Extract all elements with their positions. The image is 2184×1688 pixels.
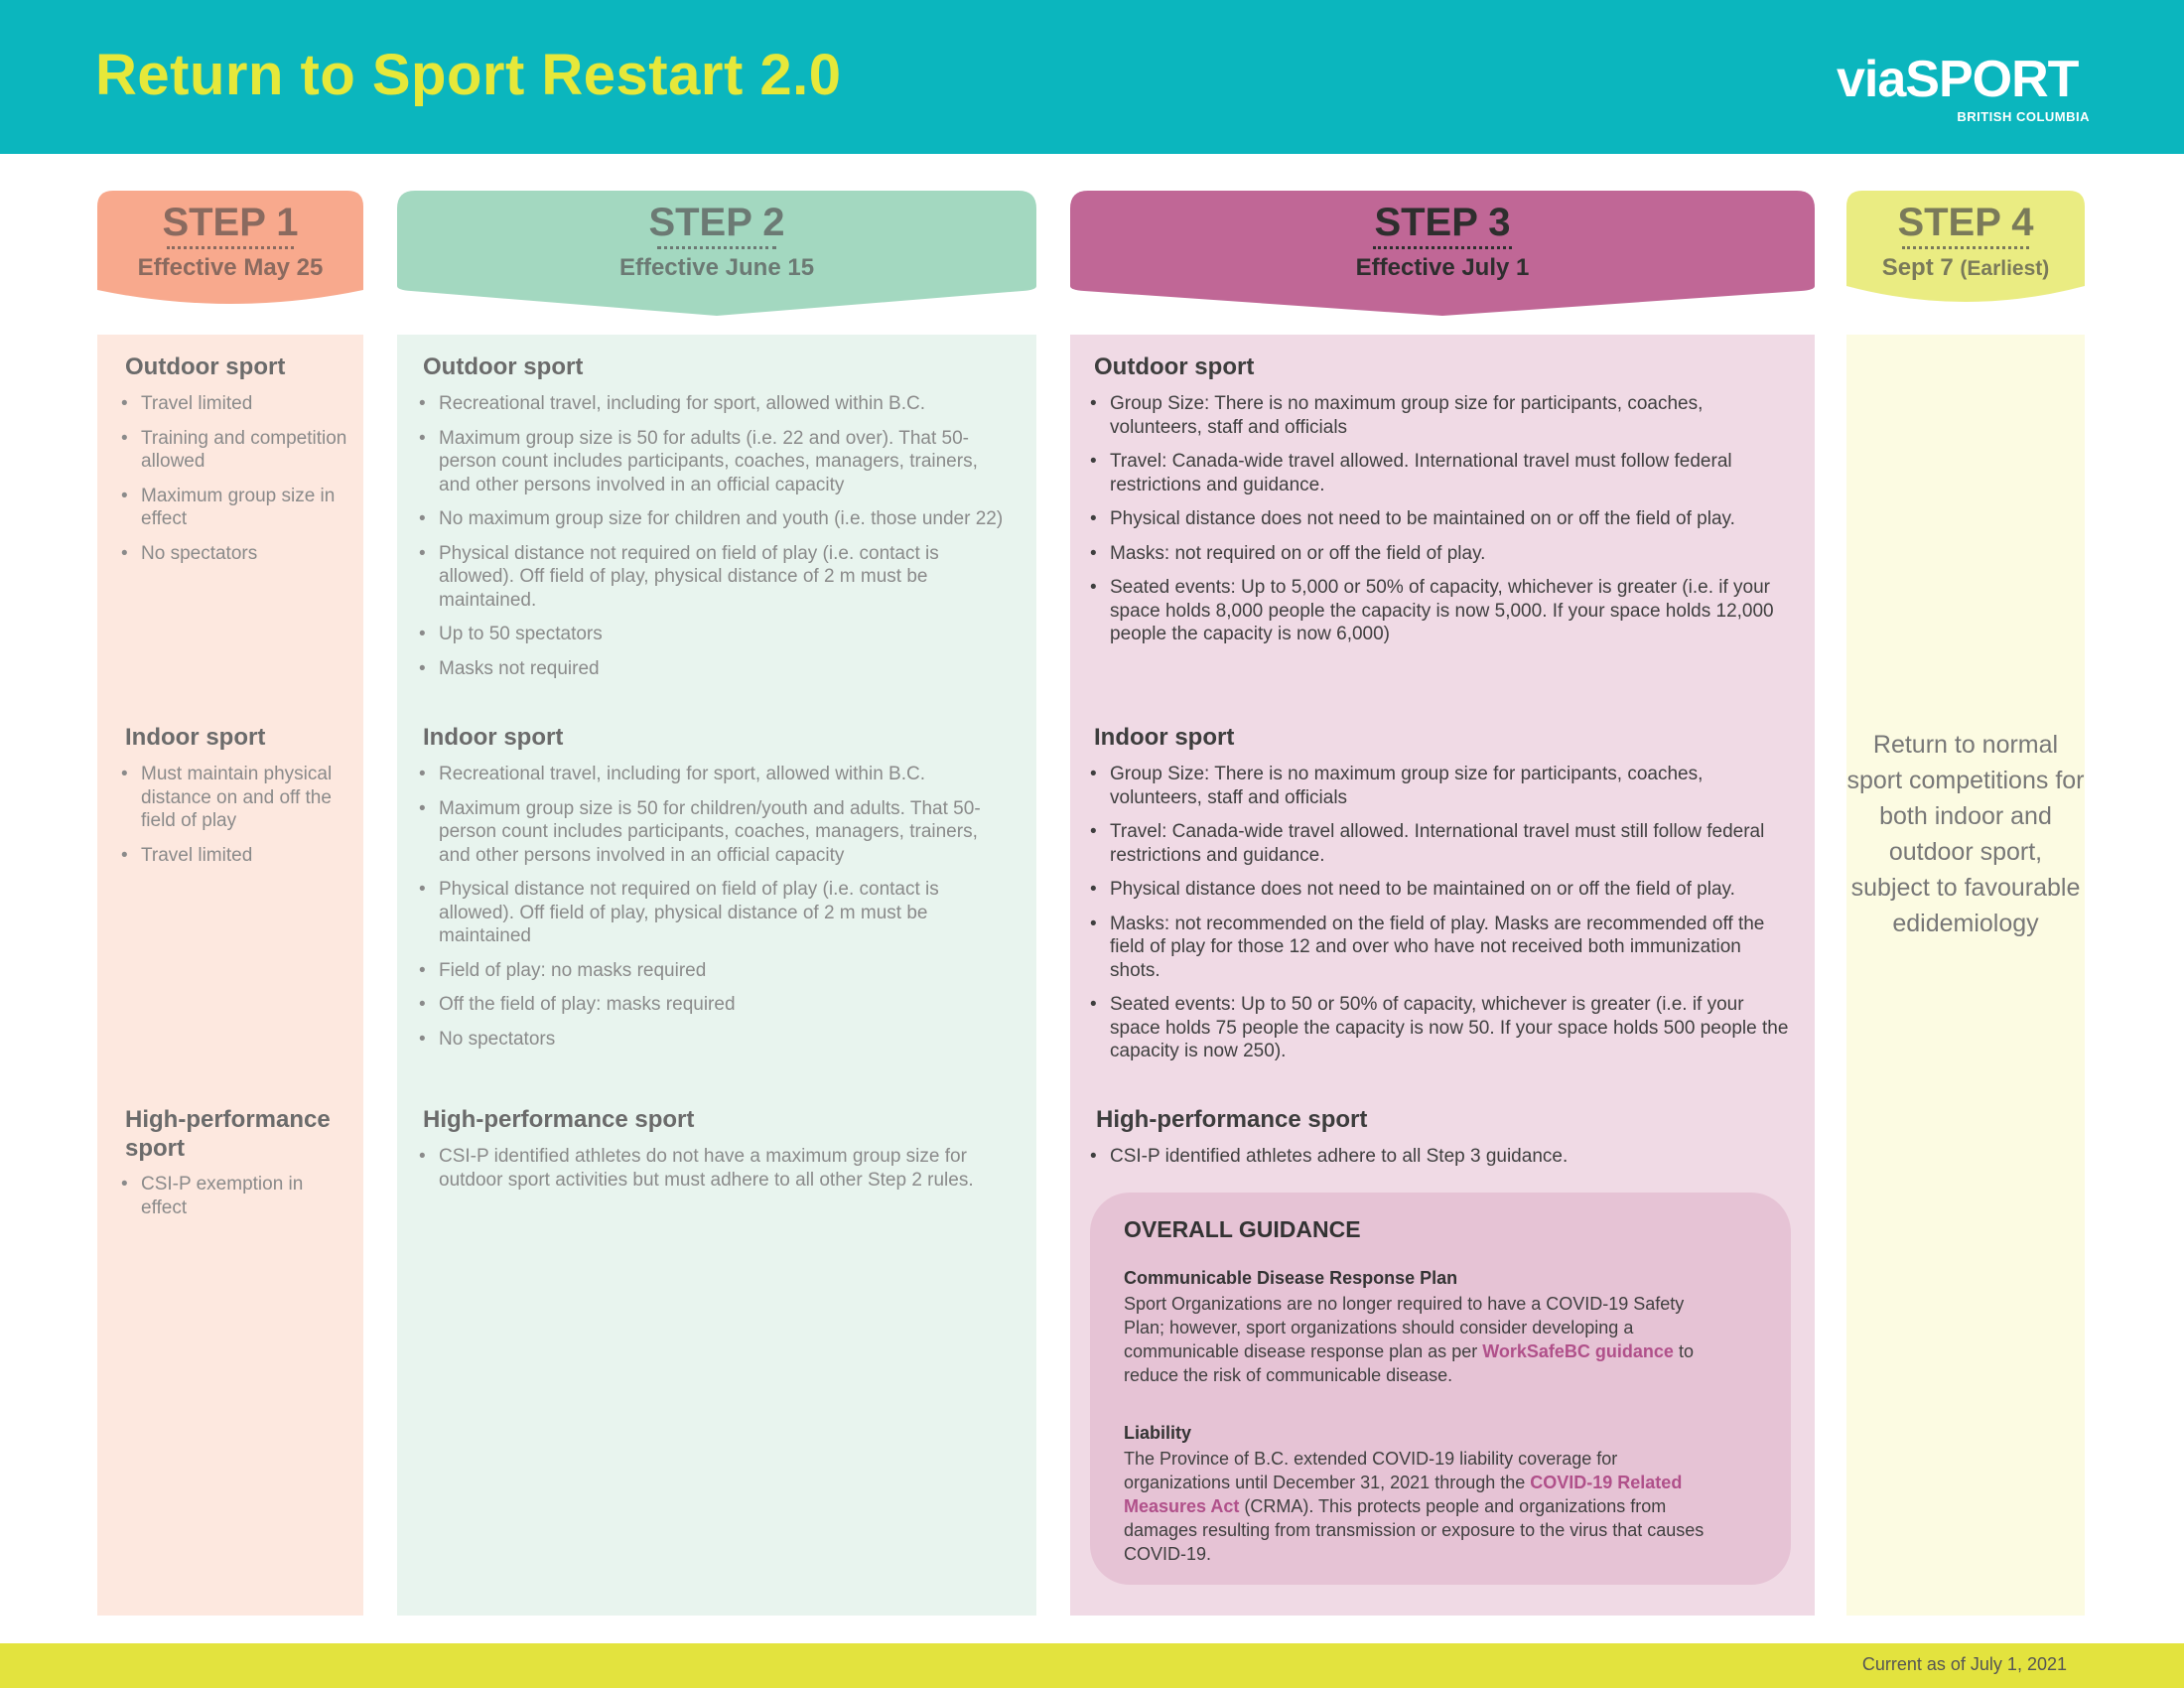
list-item: Travel: Canada-wide travel allowed. Inte…	[1088, 450, 1791, 496]
step3-effective: Effective July 1	[1355, 254, 1530, 281]
step2-banner-shape	[397, 191, 1036, 316]
step4-column: Return to normal sport competitions for …	[1846, 335, 2085, 1616]
step2-header: STEP 2 Effective June 15	[397, 191, 1036, 318]
list-item: Recreational travel, including for sport…	[417, 763, 1013, 786]
list-item: Travel: Canada-wide travel allowed. Inte…	[1088, 820, 1791, 867]
step1-hp-list: CSI-P exemption in effect	[119, 1173, 349, 1230]
list-item: Maximum group size in effect	[119, 485, 349, 531]
step1-indoor-title: Indoor sport	[125, 724, 266, 751]
list-item: Physical distance does not need to be ma…	[1088, 507, 1791, 531]
step1-outdoor-list: Travel limited Training and competition …	[119, 392, 349, 576]
step2-effective: Effective June 15	[618, 254, 815, 281]
list-item: Up to 50 spectators	[417, 623, 1013, 646]
liability-title: Liability	[1124, 1423, 1192, 1443]
step2-hp-list: CSI-P identified athletes do not have a …	[417, 1145, 993, 1202]
step3-hp-list: CSI-P identified athletes adhere to all …	[1088, 1145, 1791, 1180]
viasport-logo: viaSPORT BRITISH COLUMBIA	[1837, 50, 2090, 129]
step3-divider	[1373, 246, 1512, 249]
list-item: Travel limited	[119, 844, 349, 868]
list-item: Field of play: no masks required	[417, 959, 1013, 983]
list-item: CSI-P identified athletes adhere to all …	[1088, 1145, 1791, 1169]
logo-text: viaSPORT	[1837, 51, 2079, 108]
step4-date-note: (Earliest)	[1960, 257, 2050, 280]
list-item: No spectators	[417, 1028, 1013, 1052]
overall-guidance-box: OVERALL GUIDANCE Communicable Disease Re…	[1090, 1193, 1791, 1585]
step2-hp-title: High-performance sport	[423, 1106, 695, 1133]
plan-text-part1: Sport Organizations are no longer requir…	[1124, 1294, 1685, 1361]
step3-indoor-list: Group Size: There is no maximum group si…	[1088, 763, 1791, 1074]
list-item: Masks: not required on or off the field …	[1088, 542, 1791, 566]
plan-title: Communicable Disease Response Plan	[1124, 1268, 1458, 1288]
list-item: Travel limited	[119, 392, 349, 416]
step3-banner-shape	[1070, 191, 1815, 316]
list-item: Recreational travel, including for sport…	[417, 392, 1013, 416]
step4-effective: Sept 7 (Earliest)	[1846, 254, 2085, 282]
logo-subtext: BRITISH COLUMBIA	[1957, 109, 2090, 124]
list-item: Physical distance not required on field …	[417, 878, 1013, 948]
step1-label: STEP 1	[162, 201, 299, 244]
step4-label: STEP 4	[1897, 201, 2034, 244]
page-title: Return to Sport Restart 2.0	[95, 43, 842, 107]
list-item: Group Size: There is no maximum group si…	[1088, 763, 1791, 809]
step4-header: STEP 4 Sept 7 (Earliest)	[1846, 191, 2085, 318]
step2-divider	[657, 246, 776, 249]
list-item: Masks not required	[417, 657, 1013, 681]
step2-indoor-title: Indoor sport	[423, 724, 564, 751]
liability-text-part2: (CRMA). This protects people and organiz…	[1124, 1496, 1705, 1564]
covid19-act-link[interactable]: COVID-19 Related Measures Act	[1124, 1473, 1683, 1516]
step1-indoor-list: Must maintain physical distance on and o…	[119, 763, 349, 878]
list-item: Physical distance does not need to be ma…	[1088, 878, 1791, 902]
step2-indoor-list: Recreational travel, including for sport…	[417, 763, 1013, 1061]
list-item: Maximum group size is 50 for children/yo…	[417, 797, 1013, 868]
list-item: Off the field of play: masks required	[417, 993, 1013, 1017]
list-item: Masks: not recommended on the field of p…	[1088, 913, 1791, 983]
step1-header: STEP 1 Effective May 25	[97, 191, 363, 318]
liability-text-part1: The Province of B.C. extended COVID-19 l…	[1124, 1449, 1618, 1492]
plan-text-part2: to reduce the risk of communicable disea…	[1124, 1341, 1694, 1385]
list-item: No spectators	[119, 542, 349, 566]
step4-divider	[1902, 246, 2029, 249]
step3-hp-title: High-performance sport	[1096, 1106, 1368, 1133]
guidance-title: OVERALL GUIDANCE	[1124, 1216, 1361, 1242]
step3-indoor-title: Indoor sport	[1094, 724, 1235, 751]
list-item: Group Size: There is no maximum group si…	[1088, 392, 1791, 439]
step1-hp-title: High-performance sport	[125, 1106, 331, 1162]
list-item: Physical distance not required on field …	[417, 542, 1013, 613]
liability-text: The Province of B.C. extended COVID-19 l…	[1124, 1447, 1719, 1566]
footer-date: Current as of July 1, 2021	[1861, 1654, 2067, 1674]
step3-label: STEP 3	[1374, 201, 1511, 244]
list-item: CSI-P identified athletes do not have a …	[417, 1145, 993, 1192]
step4-text: Return to normal sport competitions for …	[1846, 731, 2085, 937]
step1-effective: Effective May 25	[137, 254, 324, 281]
list-item: Seated events: Up to 50 or 50% of capaci…	[1088, 993, 1791, 1063]
list-item: Maximum group size is 50 for adults (i.e…	[417, 427, 1013, 497]
step1-divider	[167, 246, 294, 249]
list-item: CSI-P exemption in effect	[119, 1173, 349, 1219]
footer-bar: Current as of July 1, 2021	[0, 1643, 2184, 1688]
list-item: Training and competition allowed	[119, 427, 349, 474]
plan-text: Sport Organizations are no longer requir…	[1124, 1292, 1719, 1387]
step3-column: Outdoor sport Group Size: There is no ma…	[1070, 335, 1815, 1616]
header-banner: Return to Sport Restart 2.0 viaSPORT BRI…	[0, 0, 2184, 154]
step2-outdoor-title: Outdoor sport	[423, 353, 584, 380]
step2-column: Outdoor sport Recreational travel, inclu…	[397, 335, 1036, 1616]
step4-date: Sept 7	[1881, 254, 1954, 281]
list-item: Seated events: Up to 5,000 or 50% of cap…	[1088, 576, 1791, 646]
step3-outdoor-title: Outdoor sport	[1094, 353, 1255, 380]
list-item: Must maintain physical distance on and o…	[119, 763, 349, 833]
step1-outdoor-title: Outdoor sport	[125, 353, 286, 380]
worksafebc-link[interactable]: WorkSafeBC guidance	[1482, 1341, 1674, 1361]
step3-header: STEP 3 Effective July 1	[1070, 191, 1815, 318]
step3-outdoor-list: Group Size: There is no maximum group si…	[1088, 392, 1791, 657]
step2-label: STEP 2	[648, 201, 785, 244]
list-item: No maximum group size for children and y…	[417, 507, 1013, 531]
step2-outdoor-list: Recreational travel, including for sport…	[417, 392, 1013, 691]
step1-column: Outdoor sport Travel limited Training an…	[97, 335, 363, 1616]
